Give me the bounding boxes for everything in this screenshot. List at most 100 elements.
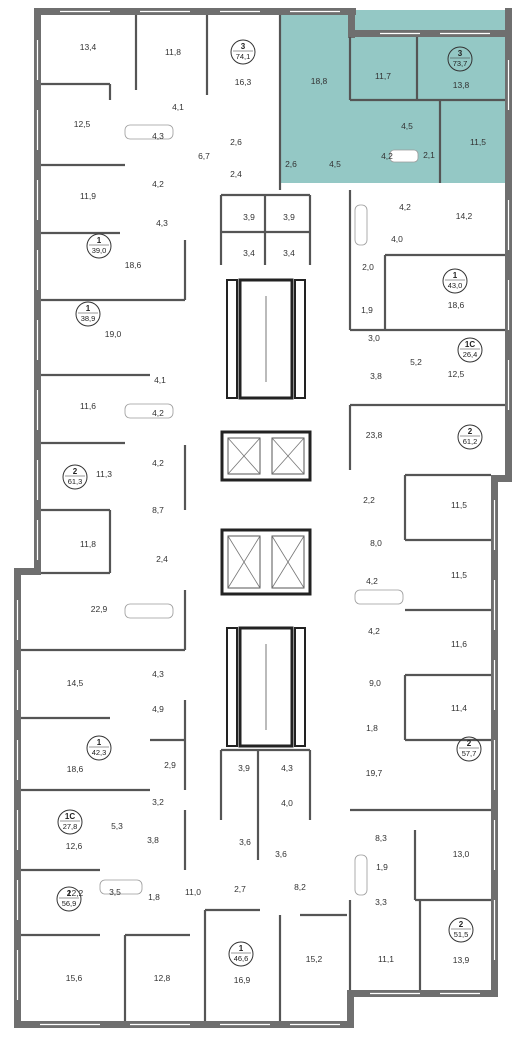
apartment-badge[interactable]: 146,6: [228, 941, 254, 967]
apartment-badge[interactable]: 374,1: [230, 39, 256, 65]
room-area-label: 3,8: [147, 835, 159, 845]
apartment-room-count: 1: [86, 304, 91, 313]
room-area-label: 22,9: [91, 604, 108, 614]
elevator-block-lower: [220, 528, 312, 596]
apartment-total-area: 57,7: [462, 749, 477, 758]
room-area-label: 13,0: [453, 849, 470, 859]
apartment-room-count: 1: [239, 944, 244, 953]
room-area-label: 3,8: [370, 371, 382, 381]
apartment-total-area: 27,8: [63, 822, 78, 831]
apartment-badge[interactable]: 138,9: [75, 301, 101, 327]
apartment-badge[interactable]: 373,7: [447, 46, 473, 72]
room-area-label: 19,0: [105, 329, 122, 339]
room-area-label: 4,2: [368, 626, 380, 636]
apartment-total-area: 46,6: [234, 954, 249, 963]
apartment-badge-circle: [86, 735, 112, 761]
room-area-label: 2,2: [363, 495, 375, 505]
room-area-label: 8,2: [294, 882, 306, 892]
apartment-badge[interactable]: 261,3: [62, 464, 88, 490]
room-area-label: 4,3: [156, 218, 168, 228]
room-area-label: 13,8: [453, 80, 470, 90]
apartment-badge[interactable]: 142,3: [86, 735, 112, 761]
apartment-total-area: 74,1: [236, 52, 251, 61]
room-area-label: 8,7: [152, 505, 164, 515]
apartment-badge[interactable]: 261,2: [457, 424, 483, 450]
room-area-label: 1,8: [366, 723, 378, 733]
highlighted-apartment[interactable]: [280, 10, 505, 183]
room-area-label: 3,4: [283, 248, 295, 258]
room-area-label: 11,5: [470, 137, 486, 147]
room-area-label: 3,5: [109, 887, 121, 897]
apartment-room-count: 1: [97, 236, 102, 245]
room-area-label: 12,2: [67, 888, 84, 898]
apartment-total-area: 42,3: [92, 748, 107, 757]
bathroom-fixtures: [99, 124, 419, 896]
room-area-label: 12,8: [154, 973, 171, 983]
room-area-label: 18,8: [311, 76, 328, 86]
apartment-badge-circle: [448, 917, 474, 943]
apartment-badge-circle: [230, 39, 256, 65]
room-area-label: 4,1: [154, 375, 166, 385]
apartment-room-count: 1: [453, 271, 458, 280]
room-area-label: 4,1: [172, 102, 184, 112]
apartment-room-count: 1: [97, 738, 102, 747]
apartment-total-area: 56,9: [62, 899, 77, 908]
room-area-label: 2,0: [362, 262, 374, 272]
apartment-room-count: 1С: [465, 340, 475, 349]
apartment-badge[interactable]: 257,7: [456, 736, 482, 762]
room-area-label: 11,5: [451, 500, 467, 510]
apartment-badge[interactable]: 256,9: [56, 886, 82, 912]
room-area-label: 3,2: [152, 797, 164, 807]
room-area-label: 4,2: [152, 408, 164, 418]
room-area-label: 4,3: [152, 669, 164, 679]
room-area-label: 4,2: [366, 576, 378, 586]
apartment-room-count: 3: [241, 42, 246, 51]
room-area-label: 11,4: [451, 703, 467, 713]
room-area-label: 2,6: [285, 159, 297, 169]
apartment-badge[interactable]: 143,0: [442, 268, 468, 294]
apartment-badge-circle: [457, 337, 483, 363]
room-area-label: 3,0: [368, 333, 380, 343]
room-area-label: 14,2: [456, 211, 473, 221]
room-area-label: 12,5: [74, 119, 91, 129]
room-area-label: 3,6: [275, 849, 287, 859]
apartment-room-count: 2: [459, 920, 464, 929]
room-area-label: 2,4: [230, 169, 242, 179]
room-area-label: 2,6: [230, 137, 242, 147]
interior-walls: [21, 15, 505, 1021]
room-area-label: 8,0: [370, 538, 382, 548]
apartment-badge-circle: [75, 301, 101, 327]
stair-core-upper: [226, 278, 306, 400]
room-area-label: 8,3: [375, 833, 387, 843]
elevator-block-upper: [220, 430, 312, 482]
apartment-room-count: 3: [458, 49, 463, 58]
apartment-badge-circle: [228, 941, 254, 967]
apartment-total-area: 39,0: [92, 246, 107, 255]
apartment-badge[interactable]: 251,5: [448, 917, 474, 943]
room-area-label: 11,8: [80, 539, 96, 549]
room-area-label: 9,0: [369, 678, 381, 688]
apartment-total-area: 38,9: [81, 314, 96, 323]
apartment-badge[interactable]: 139,0: [86, 233, 112, 259]
apartment-room-count: 1С: [65, 812, 75, 821]
room-area-label: 13,9: [453, 955, 470, 965]
room-area-label: 3,3: [375, 897, 387, 907]
room-area-label: 11,5: [451, 570, 467, 580]
room-area-label: 23,8: [366, 430, 383, 440]
apartment-badge-circle: [86, 233, 112, 259]
apartment-badge-circle: [447, 46, 473, 72]
room-area-label: 15,2: [306, 954, 323, 964]
room-area-label: 11,6: [451, 639, 467, 649]
room-area-label: 2,4: [156, 554, 168, 564]
room-area-label: 4,0: [281, 798, 293, 808]
room-area-label: 2,9: [164, 760, 176, 770]
room-area-label: 11,9: [80, 191, 96, 201]
room-area-label: 3,9: [238, 763, 250, 773]
room-area-label: 4,3: [152, 131, 164, 141]
room-area-label: 11,7: [375, 71, 391, 81]
room-area-label: 5,2: [410, 357, 422, 367]
apartment-total-area: 51,5: [454, 930, 469, 939]
